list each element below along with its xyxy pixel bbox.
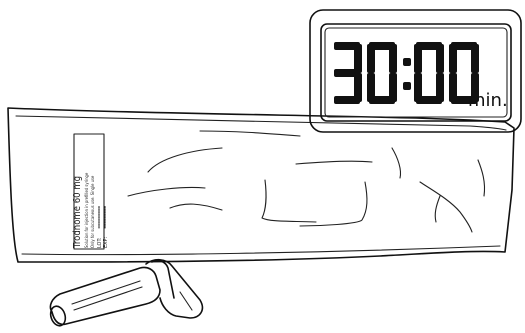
timer-segment bbox=[367, 73, 375, 102]
timer-segment bbox=[449, 44, 457, 73]
label-line-1: Solution for injection in prefilled syri… bbox=[84, 172, 89, 248]
product-name: Trodnome 60 mg bbox=[72, 176, 83, 249]
timer-segment bbox=[367, 44, 375, 73]
timer-colon-dot bbox=[403, 82, 411, 90]
timer-segment bbox=[436, 44, 444, 73]
timer-digits bbox=[334, 42, 479, 104]
syringe-part bbox=[48, 260, 202, 328]
timer-segment bbox=[389, 73, 397, 102]
timer-segment bbox=[414, 73, 422, 102]
timer-segment bbox=[449, 73, 457, 102]
timer-segment bbox=[354, 73, 362, 102]
timer-segment bbox=[436, 73, 444, 102]
timer-unit: min. bbox=[468, 90, 508, 111]
timer-segment bbox=[414, 44, 422, 73]
timer-segment bbox=[354, 44, 362, 73]
timer-colon-dot bbox=[403, 58, 411, 66]
timer: min. bbox=[310, 10, 521, 132]
label-line-2: Only for subcutaneous use. Single use bbox=[90, 175, 95, 248]
timer-segment bbox=[471, 44, 479, 73]
exp-label: EXP: bbox=[103, 237, 109, 248]
timer-segment bbox=[389, 44, 397, 73]
